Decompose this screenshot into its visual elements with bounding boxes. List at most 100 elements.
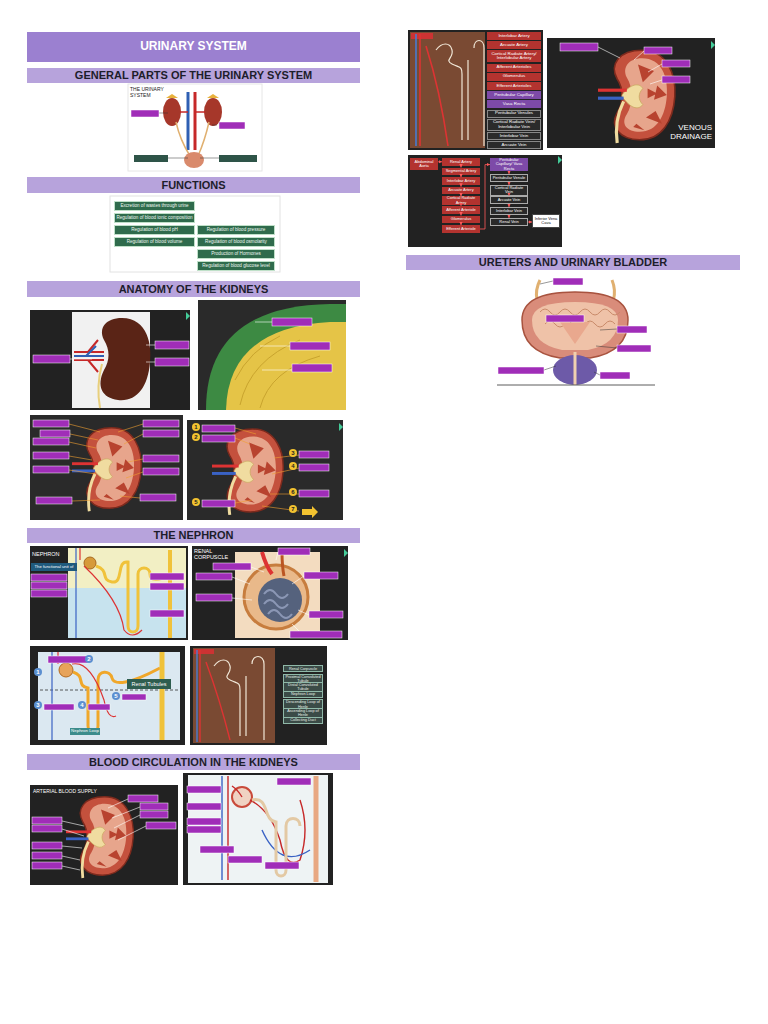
section-band: THE NEPHRON: [27, 528, 360, 543]
aorta: [194, 92, 197, 150]
photo-area: [72, 312, 150, 408]
efferent-arteriole: [282, 552, 284, 576]
vessel-box: Peritubular Capillary: [487, 91, 541, 99]
vessel-box: Interlobar Artery: [487, 32, 541, 40]
node-text: FUNCTIONS: [161, 179, 225, 191]
leader-line: [255, 322, 292, 370]
blank-label: [560, 43, 598, 51]
flow-arrow: [461, 185, 462, 187]
section-band: BLOOD CIRCULATION IN THE KIDNEYS: [27, 754, 360, 770]
blank-label: [155, 358, 189, 366]
node-text: Renal Corpuscle: [289, 667, 317, 671]
blank-label: [202, 425, 235, 432]
blood-vessel: [415, 34, 417, 146]
node-text: Renal Vein: [499, 220, 518, 224]
node-text: Glomerulus: [451, 217, 471, 221]
flow-box: Arcuate Artery: [442, 187, 480, 195]
blank-label: [187, 826, 221, 833]
node-text: Nephron Loop: [291, 692, 315, 696]
vessel-box: Arcuate Artery: [487, 41, 541, 49]
blank-label: [299, 451, 329, 458]
node-text: 3: [36, 702, 39, 709]
function-box: Regulation of blood osmolarity: [197, 237, 275, 247]
blank-label: [265, 862, 299, 869]
node-text: Efferent Arteriole: [446, 227, 476, 231]
bladder: [184, 152, 204, 168]
blank-label: [140, 494, 176, 501]
loop-tag: Nephron Loop: [70, 728, 100, 735]
flow-arrow: [528, 222, 532, 223]
corticomedullary-line: [40, 690, 178, 691]
node-text: Regulation of blood ionic composition: [116, 215, 192, 220]
panel: [30, 785, 178, 885]
photo-area: [410, 32, 485, 148]
flow-arrow: [461, 214, 462, 216]
blank-label: [309, 611, 343, 618]
blood-vessel: [75, 548, 76, 638]
blank-label: [498, 367, 544, 374]
node-text: 5: [194, 499, 197, 506]
blank-label: [33, 355, 70, 363]
panel-label: VENOUS DRAINAGE: [662, 124, 712, 142]
node-text: Regulation of blood pH: [131, 227, 178, 232]
flow-box: Cortical Radiate Vein: [490, 185, 528, 196]
blank-label: [219, 122, 245, 129]
renal-medulla: [226, 322, 346, 410]
corner-mark: [558, 156, 562, 164]
node-text: 4: [80, 702, 83, 709]
panel: [30, 546, 188, 640]
flow-arrow: [438, 161, 442, 162]
blank-label: [187, 803, 221, 810]
flow-arrow: [509, 195, 510, 196]
kidney: [100, 318, 150, 400]
section-band: FUNCTIONS: [27, 177, 360, 193]
blank-label: [196, 594, 232, 601]
node-text: Segmental Artery: [446, 169, 477, 173]
panel: [110, 196, 280, 272]
blank-label: [32, 852, 62, 859]
callout-number: 5: [192, 498, 200, 506]
flow-arrow: [461, 223, 462, 225]
blank-label: [299, 490, 329, 497]
collecting-duct: [314, 776, 319, 882]
node-text: Vasa Recta: [503, 102, 525, 107]
flow-arrow: [461, 175, 462, 177]
panel: [183, 773, 333, 885]
blood-vessel: [196, 650, 197, 742]
callout-number: 2: [85, 655, 93, 663]
capillary-loop: [264, 590, 292, 618]
callout-number: 6: [289, 488, 297, 496]
node-text: Peritubular Venules: [495, 111, 533, 116]
bladder-wall: [522, 292, 628, 358]
blank-label: [553, 278, 583, 285]
function-box: Excretion of wastes through urine: [114, 201, 195, 211]
nephron-drawing: [436, 41, 484, 147]
panel-label: RENAL CORPUSCLE: [194, 548, 230, 560]
blank-label: [122, 694, 146, 700]
blank-label: [277, 778, 311, 785]
node-text: Peritubular Capillary: [494, 93, 534, 98]
leader-line: [159, 113, 219, 158]
node-text: Regulation of blood osmolarity: [205, 239, 267, 244]
corner-mark: [186, 312, 190, 320]
blank-label: [36, 497, 72, 504]
vessel-box: Glomerulus: [487, 73, 541, 81]
panel: [497, 273, 655, 385]
node-text: Interlobar Artery: [498, 34, 529, 39]
function-box: Regulation of blood volume: [114, 237, 195, 247]
flow-arrow: [509, 204, 510, 207]
blank-label: [292, 364, 332, 372]
section-band: ANATOMY OF THE KIDNEYS: [27, 281, 360, 297]
node-text: 1: [36, 669, 39, 676]
renal-tubule: [73, 668, 160, 732]
blank-label: [644, 47, 672, 54]
node-text: 6: [291, 489, 294, 496]
vessel-box: Cortical Radiate Vein/ Interlobular Vein: [487, 119, 541, 131]
blank-label: [150, 610, 184, 617]
node-text: Production of Hormones: [211, 251, 261, 256]
blank-label: [219, 155, 257, 162]
blank-label: [31, 590, 67, 597]
tag: [411, 33, 433, 39]
